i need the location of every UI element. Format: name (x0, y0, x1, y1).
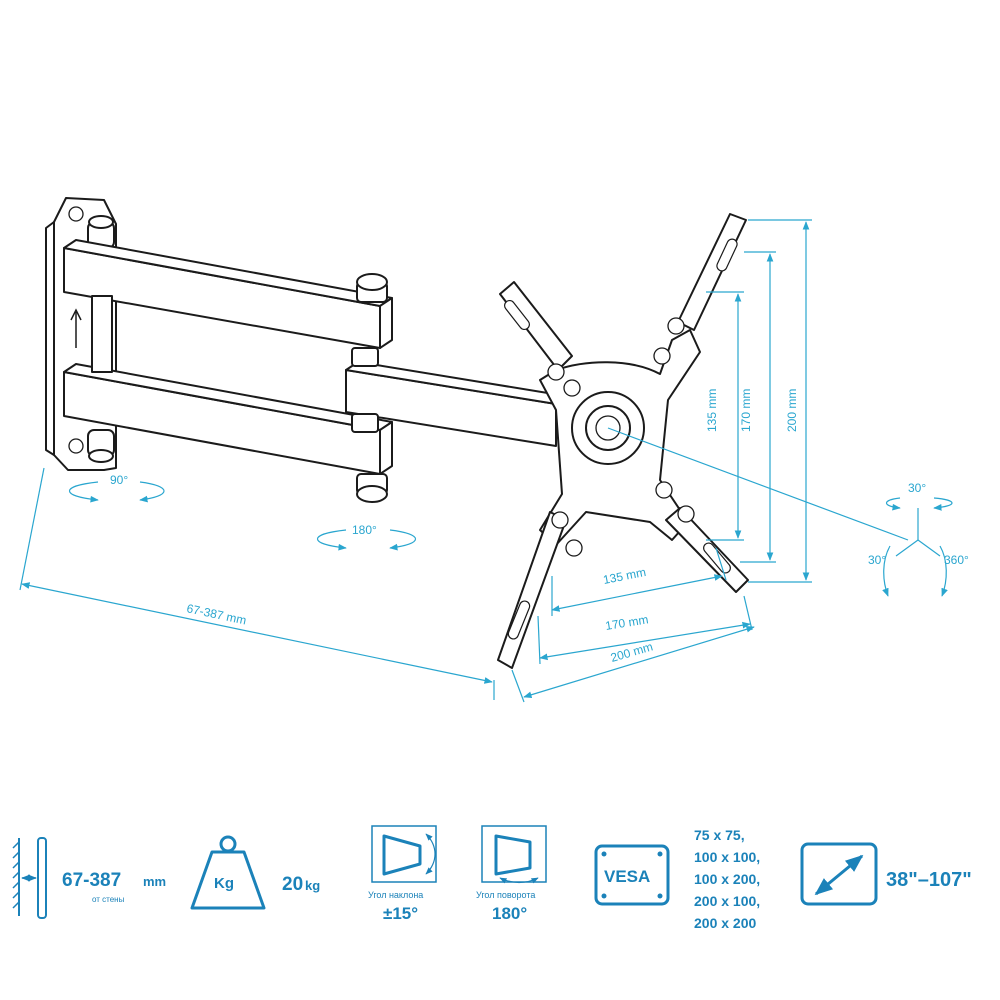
vesa-plate (497, 213, 749, 669)
tilt-value: ±15° (383, 904, 418, 923)
screen-size-value: 38"–107" (886, 869, 972, 891)
distance-value: 67-387 (62, 870, 121, 891)
vesa-size-2: 100 x 100, (694, 849, 760, 865)
vesa-size-1: 75 x 75, (694, 827, 745, 843)
wall-swivel-label: 90° (110, 473, 128, 487)
swivel-value: 180° (492, 904, 527, 923)
vertical-170-label: 170 mm (739, 389, 753, 432)
vesa-size-4: 200 x 100, (694, 893, 760, 909)
articulating-arm (63, 239, 567, 503)
rotation-label: 360° (944, 553, 969, 567)
spec-distance (12, 837, 47, 919)
swivel-icon (481, 825, 547, 884)
screen-size-icon (800, 842, 878, 906)
vertical-200-label: 200 mm (785, 389, 799, 432)
distance-caption: от стены (92, 895, 125, 904)
tilt-icon (371, 825, 437, 883)
horizontal-135-label: 135 mm (602, 565, 647, 587)
weight-icon-label: Kg (214, 875, 234, 892)
load-unit: kg (305, 878, 320, 893)
weight-icon (190, 835, 266, 910)
load-value: 20 (282, 874, 303, 895)
vesa-size-5: 200 x 200 (694, 915, 756, 931)
arm-swivel-label: 180° (352, 523, 377, 537)
swivel-caption: Угол поворота (476, 890, 535, 900)
vesa-label: VESA (604, 867, 650, 886)
tilt-top-label: 30° (908, 481, 926, 495)
wall-distance-label: 67-387 mm (185, 601, 247, 627)
horizontal-170-label: 170 mm (604, 612, 649, 633)
tilt-caption: Угол наклона (368, 890, 423, 900)
rotation-indicators (68, 481, 953, 597)
dimension-lines (19, 219, 941, 703)
distance-unit: mm (143, 874, 166, 889)
tilt-side-label: 30° (868, 553, 886, 567)
vertical-135-label: 135 mm (705, 389, 719, 432)
vesa-icon (594, 844, 670, 906)
vesa-size-3: 100 x 200, (694, 871, 760, 887)
